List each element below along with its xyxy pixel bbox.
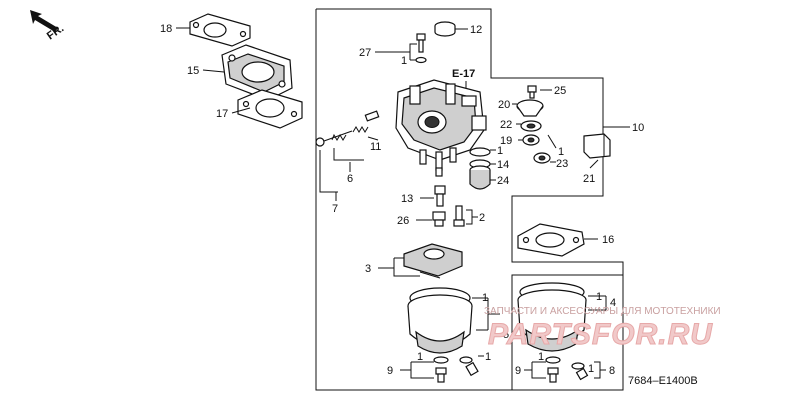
kit-drain-bolt-part-9: [547, 367, 559, 383]
main-jet-part-13: [434, 185, 446, 207]
callout-5: 5: [503, 329, 509, 341]
screw-part-27: [415, 33, 427, 64]
callout-9-right: 9: [515, 365, 521, 377]
float-bowl-kit-frame: [511, 274, 624, 391]
drain-bolt-part-9: [435, 367, 447, 383]
callout-3: 3: [365, 263, 371, 275]
carburetor-body: [395, 79, 487, 177]
callout-16: 16: [602, 234, 614, 246]
throttle-stop-screw-part-7: [315, 130, 353, 147]
callout-1-bowl-left: 1: [417, 351, 423, 363]
valve-holder-part-20: [516, 99, 544, 117]
pilot-screw-part-11: [352, 110, 380, 133]
callout-8: 8: [609, 365, 615, 377]
front-direction-arrow-icon: [30, 10, 58, 32]
washer-part-23: [533, 152, 551, 164]
needle-jet-part-24: [469, 165, 491, 190]
kit-drain-screw-part-8: [571, 362, 589, 381]
jet-part-2: [453, 205, 465, 227]
washer-left-part-1: [433, 356, 449, 364]
callout-26: 26: [397, 215, 409, 227]
float-chamber-part-5: [407, 287, 473, 354]
callout-2: 2: [479, 212, 485, 224]
callout-18: 18: [160, 23, 172, 35]
callout-4: 4: [610, 297, 616, 309]
drain-screw-part-1: [459, 356, 479, 377]
cap-part-12: [434, 21, 456, 37]
callout-7: 7: [332, 203, 338, 215]
callout-27: 27: [359, 47, 371, 59]
callout-19: 19: [500, 135, 512, 147]
callout-19-qty: 1: [558, 146, 564, 158]
callout-10: 10: [632, 122, 644, 134]
float-part-3: [403, 243, 463, 279]
gasket-part-18: [189, 13, 251, 47]
callout-27-qty: 1: [401, 55, 407, 67]
callout-13: 13: [401, 193, 413, 205]
callout-1-bowl-right: 1: [485, 351, 491, 363]
screw-part-25: [527, 85, 537, 99]
callout-1-kit-top: 1: [596, 291, 602, 303]
callout-1-bowl-top: 1: [482, 292, 488, 304]
watermark-logo: PARTSFOR.RU: [488, 318, 713, 351]
callout-25: 25: [554, 85, 566, 97]
callout-6: 6: [347, 173, 353, 185]
callout-22: 22: [500, 119, 512, 131]
callout-17: 17: [216, 108, 228, 120]
washer-part-22: [520, 120, 542, 132]
float-valve-part-21: [583, 133, 611, 159]
callout-11: 11: [370, 141, 381, 153]
o-ring-part-1: [469, 147, 491, 157]
callout-20: 20: [498, 99, 510, 111]
callout-9-left: 9: [387, 365, 393, 377]
callout-1-oring: 1: [497, 145, 503, 157]
callout-23: 23: [556, 158, 568, 170]
callout-1-kit-right: 1: [588, 363, 594, 375]
kit-washer-part-1: [545, 356, 561, 364]
gasket-part-16: [517, 223, 585, 257]
callout-12: 12: [470, 24, 482, 36]
callout-15: 15: [187, 65, 199, 77]
reference-e17: E-17: [452, 68, 475, 80]
callout-14: 14: [497, 159, 509, 171]
seal-part-19: [522, 134, 540, 146]
watermark-caption: ЗАПЧАСТИ И АКСЕССУАРЫ ДЛЯ МОТОТЕХНИКИ: [484, 306, 721, 317]
callout-1-kit-left: 1: [538, 351, 544, 363]
float-chamber-part-4: [517, 282, 587, 352]
gasket-part-17: [237, 89, 303, 129]
drawing-code: 7684–E1400B: [628, 375, 698, 387]
insulator-part-15: [221, 44, 293, 101]
callout-24: 24: [497, 175, 509, 187]
jet-part-26: [432, 211, 446, 227]
callout-21: 21: [583, 173, 595, 185]
